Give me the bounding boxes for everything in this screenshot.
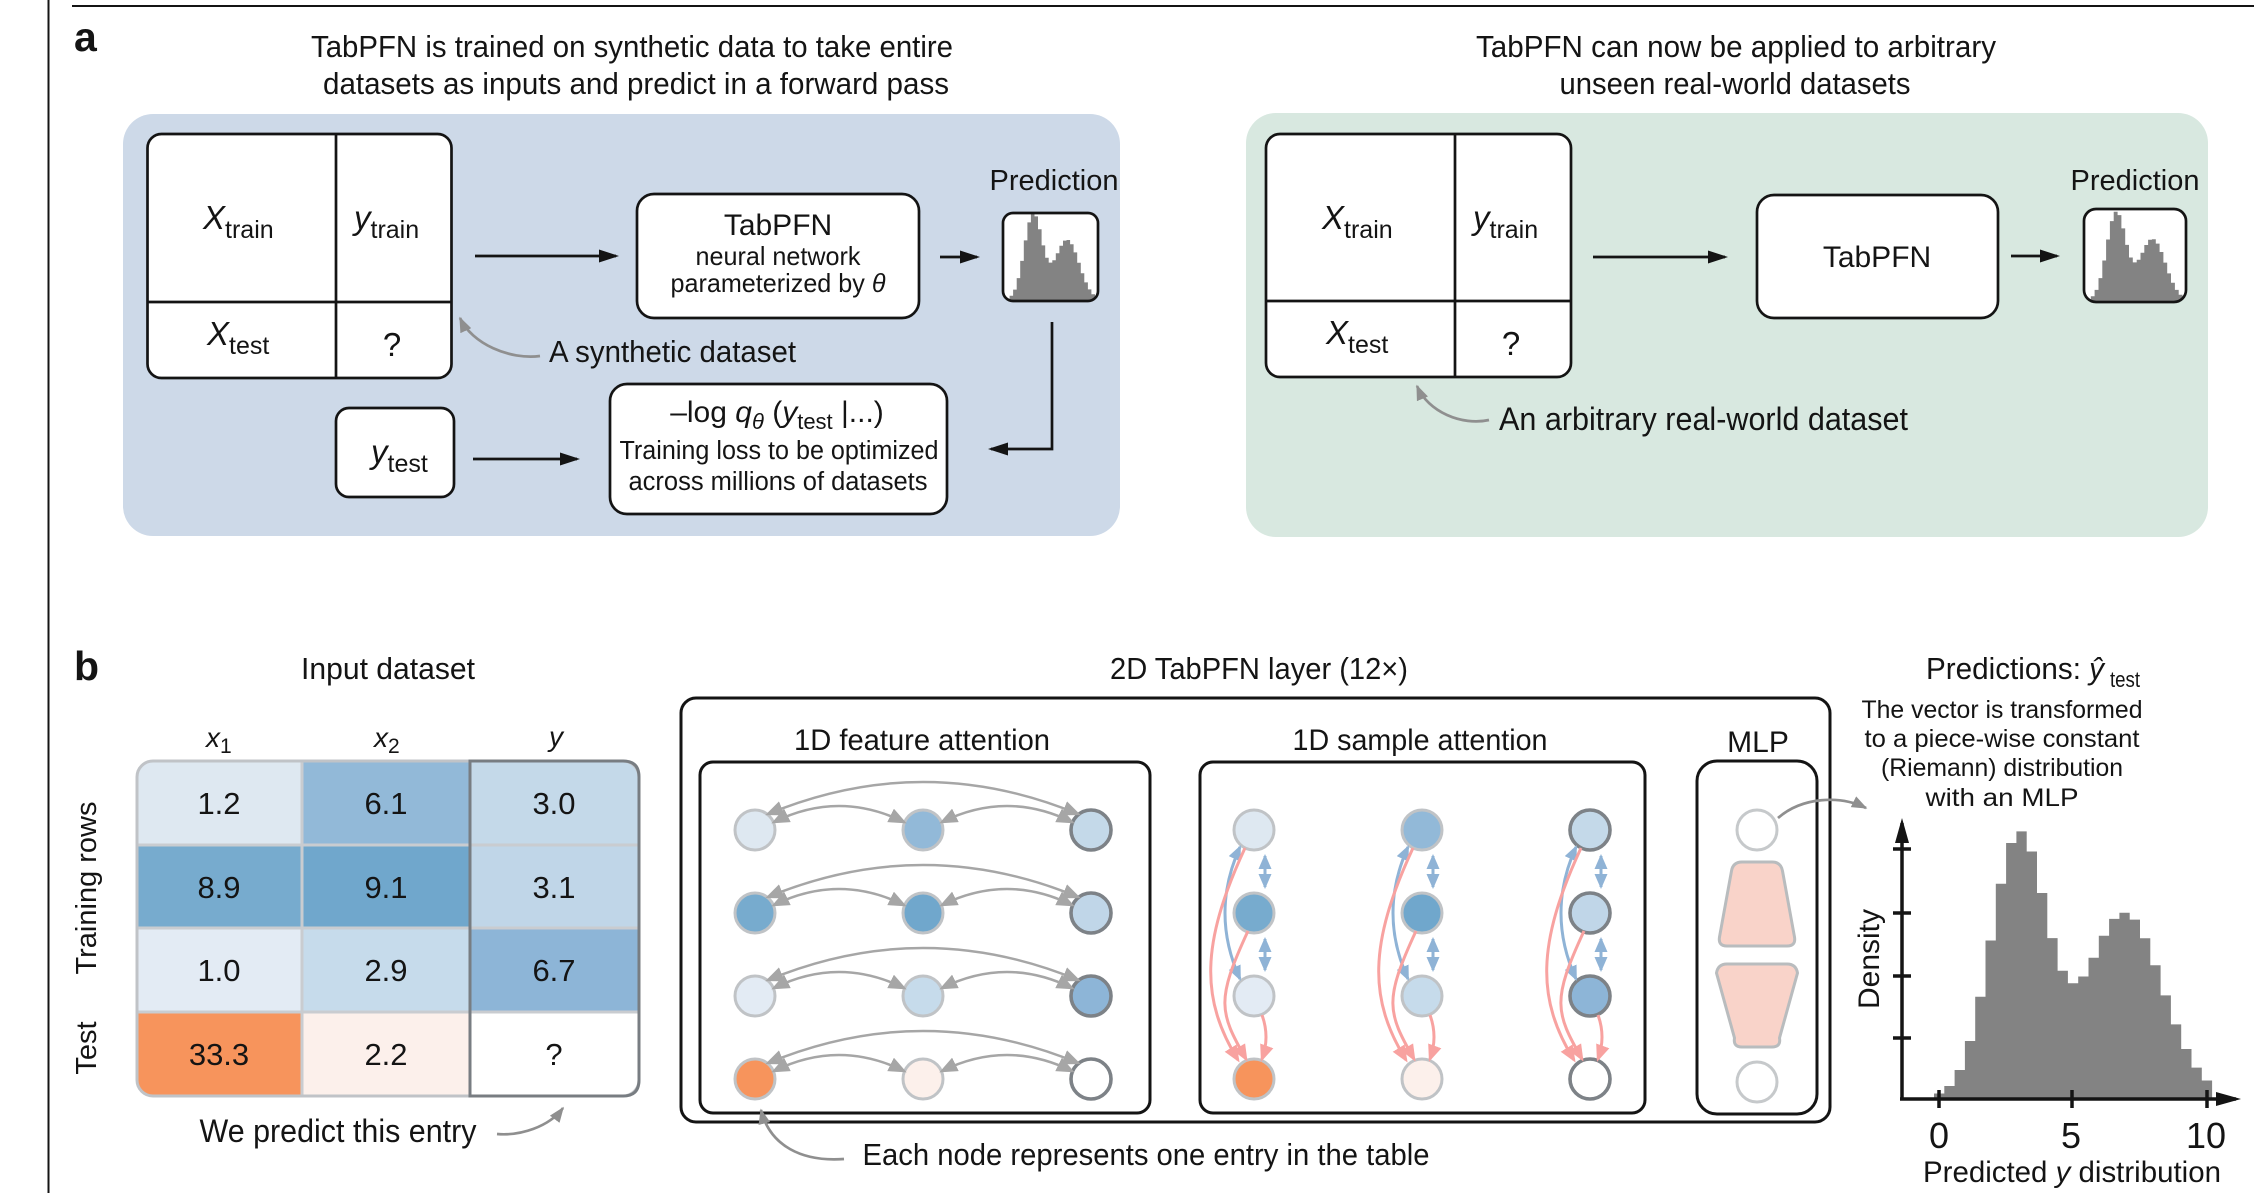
svg-text:9.1: 9.1 [364,870,407,905]
svg-text:MLP: MLP [1727,726,1789,759]
svg-text:A synthetic dataset: A synthetic dataset [549,334,796,369]
svg-text:to a piece-wise constant: to a piece-wise constant [1865,725,2140,753]
svg-text:10: 10 [2186,1115,2226,1156]
svg-text:8.9: 8.9 [197,870,240,905]
svg-text:1.0: 1.0 [197,953,240,988]
svg-text:1D sample attention: 1D sample attention [1293,724,1548,757]
svg-text:parameterized by θ: parameterized by θ [671,268,886,298]
svg-text:TabPFN can now be applied to a: TabPFN can now be applied to arbitrary [1476,30,1997,64]
svg-text:?: ? [1502,325,1520,362]
svg-text:6.7: 6.7 [532,953,575,988]
svg-text:Input dataset: Input dataset [301,651,475,686]
svg-text:datasets as inputs and predict: datasets as inputs and predict in a forw… [323,67,949,101]
svg-text:–log qθ (ytest |...): –log qθ (ytest |...) [670,396,884,434]
svg-text:5: 5 [2061,1115,2081,1156]
svg-text:unseen real-world datasets: unseen real-world datasets [1560,67,1911,101]
svg-text:Predicted y distribution: Predicted y distribution [1923,1156,2221,1189]
svg-text:Each node represents one entry: Each node represents one entry in the ta… [863,1137,1430,1172]
svg-text:Density: Density [1853,909,1886,1009]
svg-text:An arbitrary real-world datase: An arbitrary real-world dataset [1499,401,1908,437]
svg-text:Training rows: Training rows [71,802,103,975]
svg-text:?: ? [545,1037,562,1072]
svg-text:TabPFN: TabPFN [1823,241,1931,274]
svg-text:x2: x2 [372,722,400,758]
svg-text:a: a [74,14,98,60]
svg-text:1.2: 1.2 [197,786,240,821]
svg-text:0: 0 [1929,1115,1949,1156]
svg-text:TabPFN: TabPFN [724,209,832,242]
svg-text:Prediction: Prediction [2071,165,2200,197]
svg-text:Prediction: Prediction [990,165,1119,197]
svg-text:6.1: 6.1 [364,786,407,821]
svg-text:neural network: neural network [696,241,862,271]
svg-text:?: ? [383,326,401,363]
svg-text:1D feature attention: 1D feature attention [794,724,1050,757]
svg-text:2D TabPFN layer (12×): 2D TabPFN layer (12×) [1110,651,1408,686]
svg-text:3.1: 3.1 [532,870,575,905]
svg-text:y: y [547,721,565,752]
svg-text:across millions of datasets: across millions of datasets [629,468,928,496]
svg-text:with an MLP: with an MLP [1924,784,2078,812]
svg-text:TabPFN is trained on synthetic: TabPFN is trained on synthetic data to t… [311,30,953,64]
svg-text:The vector is transformed: The vector is transformed [1862,696,2143,724]
svg-text:(Riemann) distribution: (Riemann) distribution [1881,754,2123,782]
svg-text:2.9: 2.9 [364,953,407,988]
svg-text:x1: x1 [204,722,232,758]
svg-text:2.2: 2.2 [364,1037,407,1072]
svg-text:We predict this entry: We predict this entry [200,1113,477,1149]
svg-text:b: b [74,643,99,689]
svg-text:Training loss to be optimized: Training loss to be optimized [620,437,939,465]
svg-text:33.3: 33.3 [189,1037,249,1072]
svg-text:Test: Test [71,1021,103,1074]
svg-text:3.0: 3.0 [532,786,575,821]
